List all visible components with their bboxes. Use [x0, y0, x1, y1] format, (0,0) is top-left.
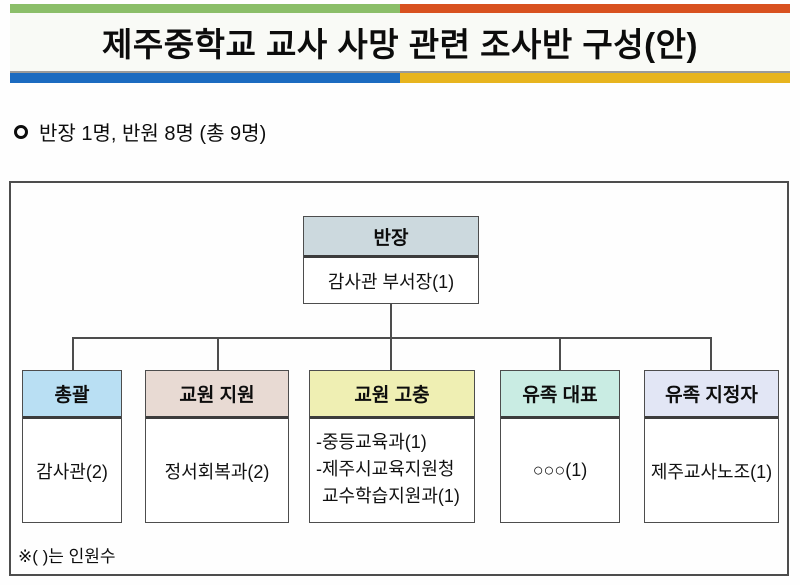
org-box-teacher-grievance-header: 교원 고충 [310, 371, 474, 419]
org-box-root-header: 반장 [304, 217, 478, 258]
connector-drop-5 [710, 337, 712, 370]
banner-bottom-bar-yellow [400, 73, 790, 83]
banner-panel: 제주중학교 교사 사망 관련 조사반 구성(안) [10, 13, 790, 71]
member-line: -제주시교육지원청 [316, 459, 455, 479]
banner-top-bar-orange [400, 4, 790, 13]
org-box-bereaved-designee-header: 유족 지정자 [645, 371, 778, 419]
org-box-teacher-support-header: 교원 지원 [146, 371, 288, 419]
summary-text: 반장 1명, 반원 8명 (총 9명) [39, 123, 267, 145]
connector-horizontal [72, 337, 712, 339]
org-box-root: 반장 감사관 부서장(1) [303, 216, 479, 304]
org-box-teacher-grievance-members: -중등교육과(1) -제주시교육지원청 교수학습지원과(1) [310, 419, 474, 522]
connector-drop-2 [217, 337, 219, 370]
org-box-bereaved-designee-member: 제주교사노조(1) [645, 419, 778, 522]
org-box-general-affairs: 총괄 감사관(2) [22, 370, 122, 523]
org-box-root-member: 감사관 부서장(1) [304, 258, 478, 303]
banner-bottom-bar [10, 73, 790, 83]
org-box-bereaved-representative-header: 유족 대표 [501, 371, 619, 419]
org-box-general-affairs-header: 총괄 [23, 371, 121, 419]
member-line: -중등교육과(1) [316, 432, 427, 452]
page-title: 제주중학교 교사 사망 관련 조사반 구성(안) [102, 26, 698, 63]
org-chart-frame: 반장 감사관 부서장(1) 총괄 감사관(2) 교원 지원 정서회복과(2) 교… [9, 181, 789, 576]
connector-drop-4 [559, 337, 561, 370]
member-line: 교수학습지원과(1) [322, 486, 460, 506]
footnote: ※( )는 인원수 [18, 547, 116, 566]
title-banner: 제주중학교 교사 사망 관련 조사반 구성(안) [10, 4, 790, 83]
org-box-bereaved-representative: 유족 대표 ○○○(1) [500, 370, 620, 523]
summary-line: 반장 1명, 반원 8명 (총 9명) [14, 117, 266, 146]
org-box-bereaved-representative-member: ○○○(1) [501, 419, 619, 522]
org-box-general-affairs-member: 감사관(2) [23, 419, 121, 522]
banner-top-bar-green [10, 4, 400, 13]
banner-bottom-bar-blue [10, 73, 400, 83]
banner-top-bar [10, 4, 790, 13]
banner-divider [10, 71, 790, 73]
connector-drop-1 [72, 337, 74, 370]
org-box-teacher-support-member: 정서회복과(2) [146, 419, 288, 522]
org-box-teacher-grievance: 교원 고충 -중등교육과(1) -제주시교육지원청 교수학습지원과(1) [309, 370, 475, 523]
hollow-circle-bullet-icon [14, 124, 28, 139]
org-box-bereaved-designee: 유족 지정자 제주교사노조(1) [644, 370, 779, 523]
org-box-teacher-support: 교원 지원 정서회복과(2) [145, 370, 289, 523]
